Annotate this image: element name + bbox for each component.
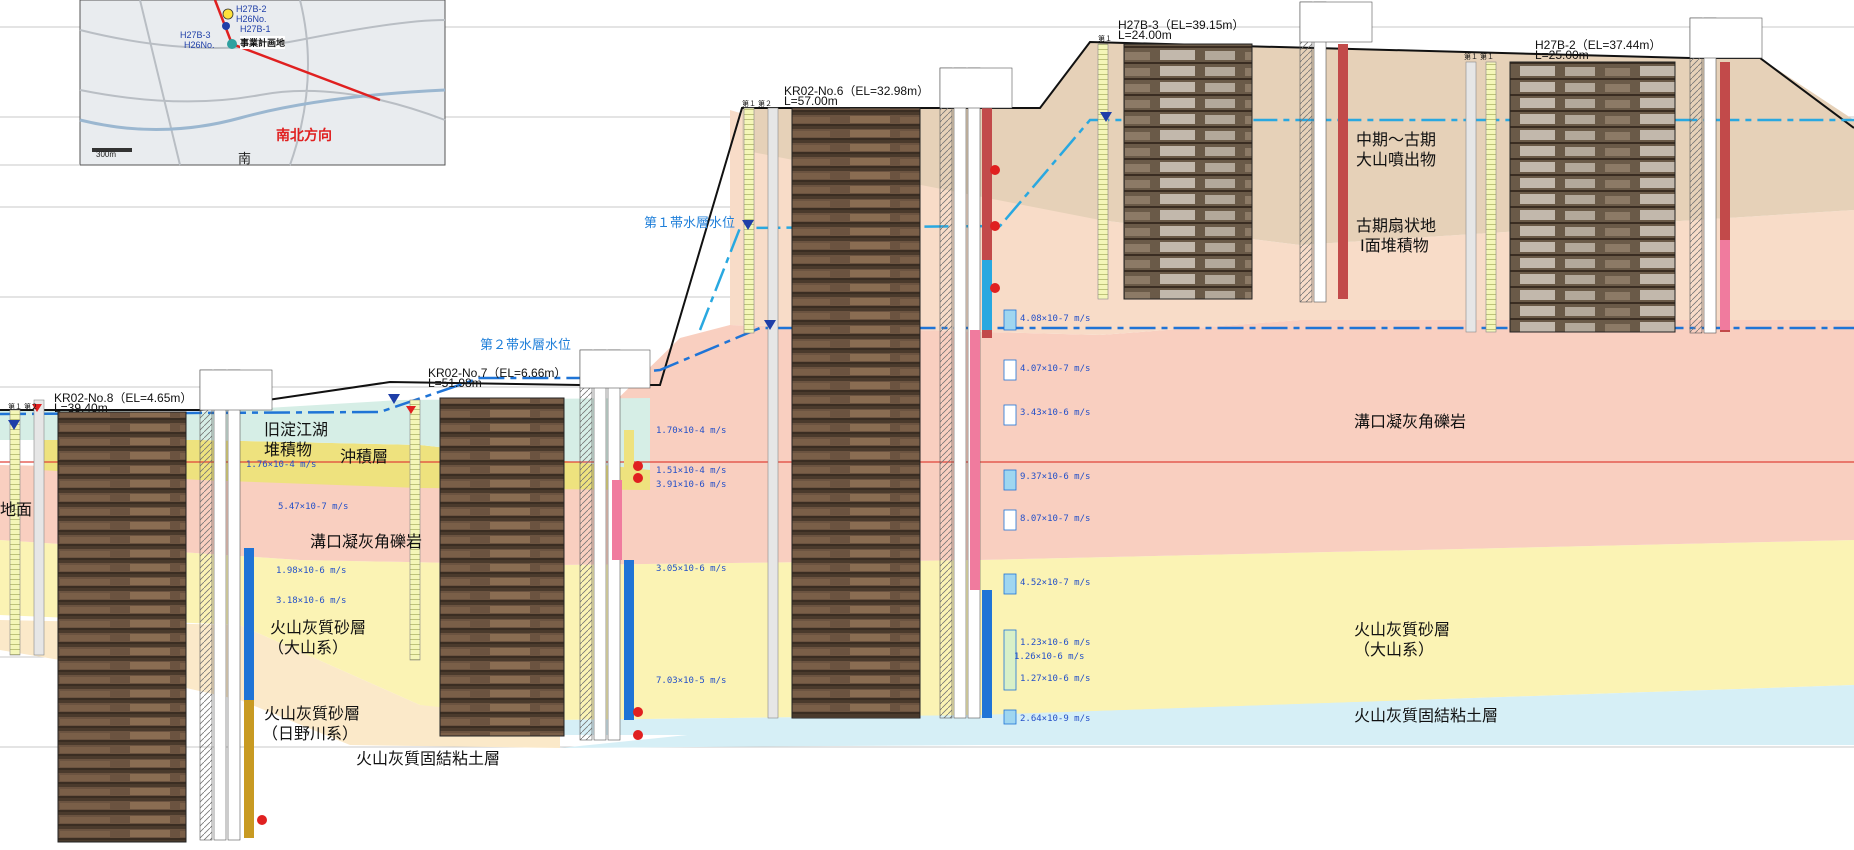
- header-box: [939, 67, 1013, 109]
- sample-marker: [633, 473, 643, 483]
- header-box: [1689, 17, 1763, 59]
- map-point: [222, 22, 230, 30]
- location-map: [79, 0, 446, 166]
- water-level-markers: [8, 112, 1112, 430]
- perm-box: [1003, 404, 1017, 426]
- perm-box: [1003, 309, 1017, 331]
- borehole-kr02-no8: [9, 369, 273, 843]
- screen-yellow: [624, 430, 634, 480]
- log-col-2: [1313, 1, 1327, 303]
- log-col-2: [213, 369, 227, 841]
- sample-marker: [633, 707, 643, 717]
- screen-blue-2: [982, 590, 992, 718]
- sample-marker: [257, 815, 267, 825]
- perm-box: [1003, 469, 1017, 491]
- log-col-2: [953, 67, 967, 719]
- core-photo: [791, 107, 921, 719]
- screen-red: [1338, 44, 1348, 299]
- section-line-red: [213, 0, 234, 45]
- layer-ash-clay-right: [560, 685, 1854, 735]
- screen-blue: [624, 560, 634, 720]
- water-marker: [742, 220, 754, 230]
- water-marker: [764, 320, 776, 330]
- gauge-col: [9, 409, 21, 656]
- screen-blue: [244, 548, 254, 838]
- log-col-1: [579, 349, 593, 741]
- casing-col: [767, 107, 779, 719]
- sample-marker: [990, 221, 1000, 231]
- log-col-3: [227, 369, 241, 841]
- screen-gold: [244, 700, 254, 838]
- map-point: [222, 8, 234, 20]
- screen-red: [982, 108, 992, 338]
- sample-marker: [633, 730, 643, 740]
- screen-pink: [1720, 240, 1730, 330]
- core-photo: [57, 411, 187, 843]
- screen-pink: [612, 480, 622, 560]
- section-line-red-2: [231, 42, 381, 102]
- map-river: [79, 88, 446, 132]
- gauge-col-2: [1485, 61, 1497, 333]
- map-point: [227, 39, 237, 49]
- core-photo: [439, 397, 565, 737]
- red-marker: [406, 406, 416, 414]
- map-scale-bar: [92, 148, 132, 152]
- gauge-col: [1097, 43, 1109, 300]
- log-col-1: [1689, 17, 1703, 334]
- screen-pink: [970, 330, 980, 590]
- sample-marker: [990, 283, 1000, 293]
- borehole-h27b-2: [1465, 17, 1763, 334]
- log-col-1: [1299, 1, 1313, 303]
- water-marker: [388, 394, 400, 404]
- log-col-2: [1703, 17, 1717, 334]
- header-box: [199, 369, 273, 411]
- perm-box: [1003, 709, 1017, 725]
- map-roads: [79, 0, 446, 166]
- log-col-2: [593, 349, 607, 741]
- header-box: [1299, 1, 1373, 43]
- sample-marker: [633, 461, 643, 471]
- perm-box: [1003, 509, 1017, 531]
- screen-blue: [982, 260, 992, 330]
- red-marker: [32, 404, 42, 412]
- borehole-h27b-3: [1097, 1, 1373, 303]
- perm-box: [1003, 573, 1017, 595]
- water-marker: [1100, 112, 1112, 122]
- map-frame: [79, 0, 446, 166]
- perm-box: [1003, 359, 1017, 381]
- gauge-col: [1465, 61, 1477, 333]
- gauge-col: [409, 399, 421, 661]
- borehole-kr02-no6: [743, 67, 1017, 725]
- core-photo: [1123, 43, 1253, 300]
- perm-box: [1003, 629, 1017, 691]
- casing-col: [33, 399, 45, 656]
- borehole-kr02-no7: [409, 349, 651, 741]
- header-box: [579, 349, 651, 389]
- core-photo: [1509, 61, 1676, 333]
- log-col-1: [939, 67, 953, 719]
- water-marker: [8, 420, 20, 430]
- sample-marker: [990, 165, 1000, 175]
- screen-red: [1720, 62, 1730, 332]
- red-level-markers: [32, 404, 416, 414]
- log-col-1: [199, 369, 213, 841]
